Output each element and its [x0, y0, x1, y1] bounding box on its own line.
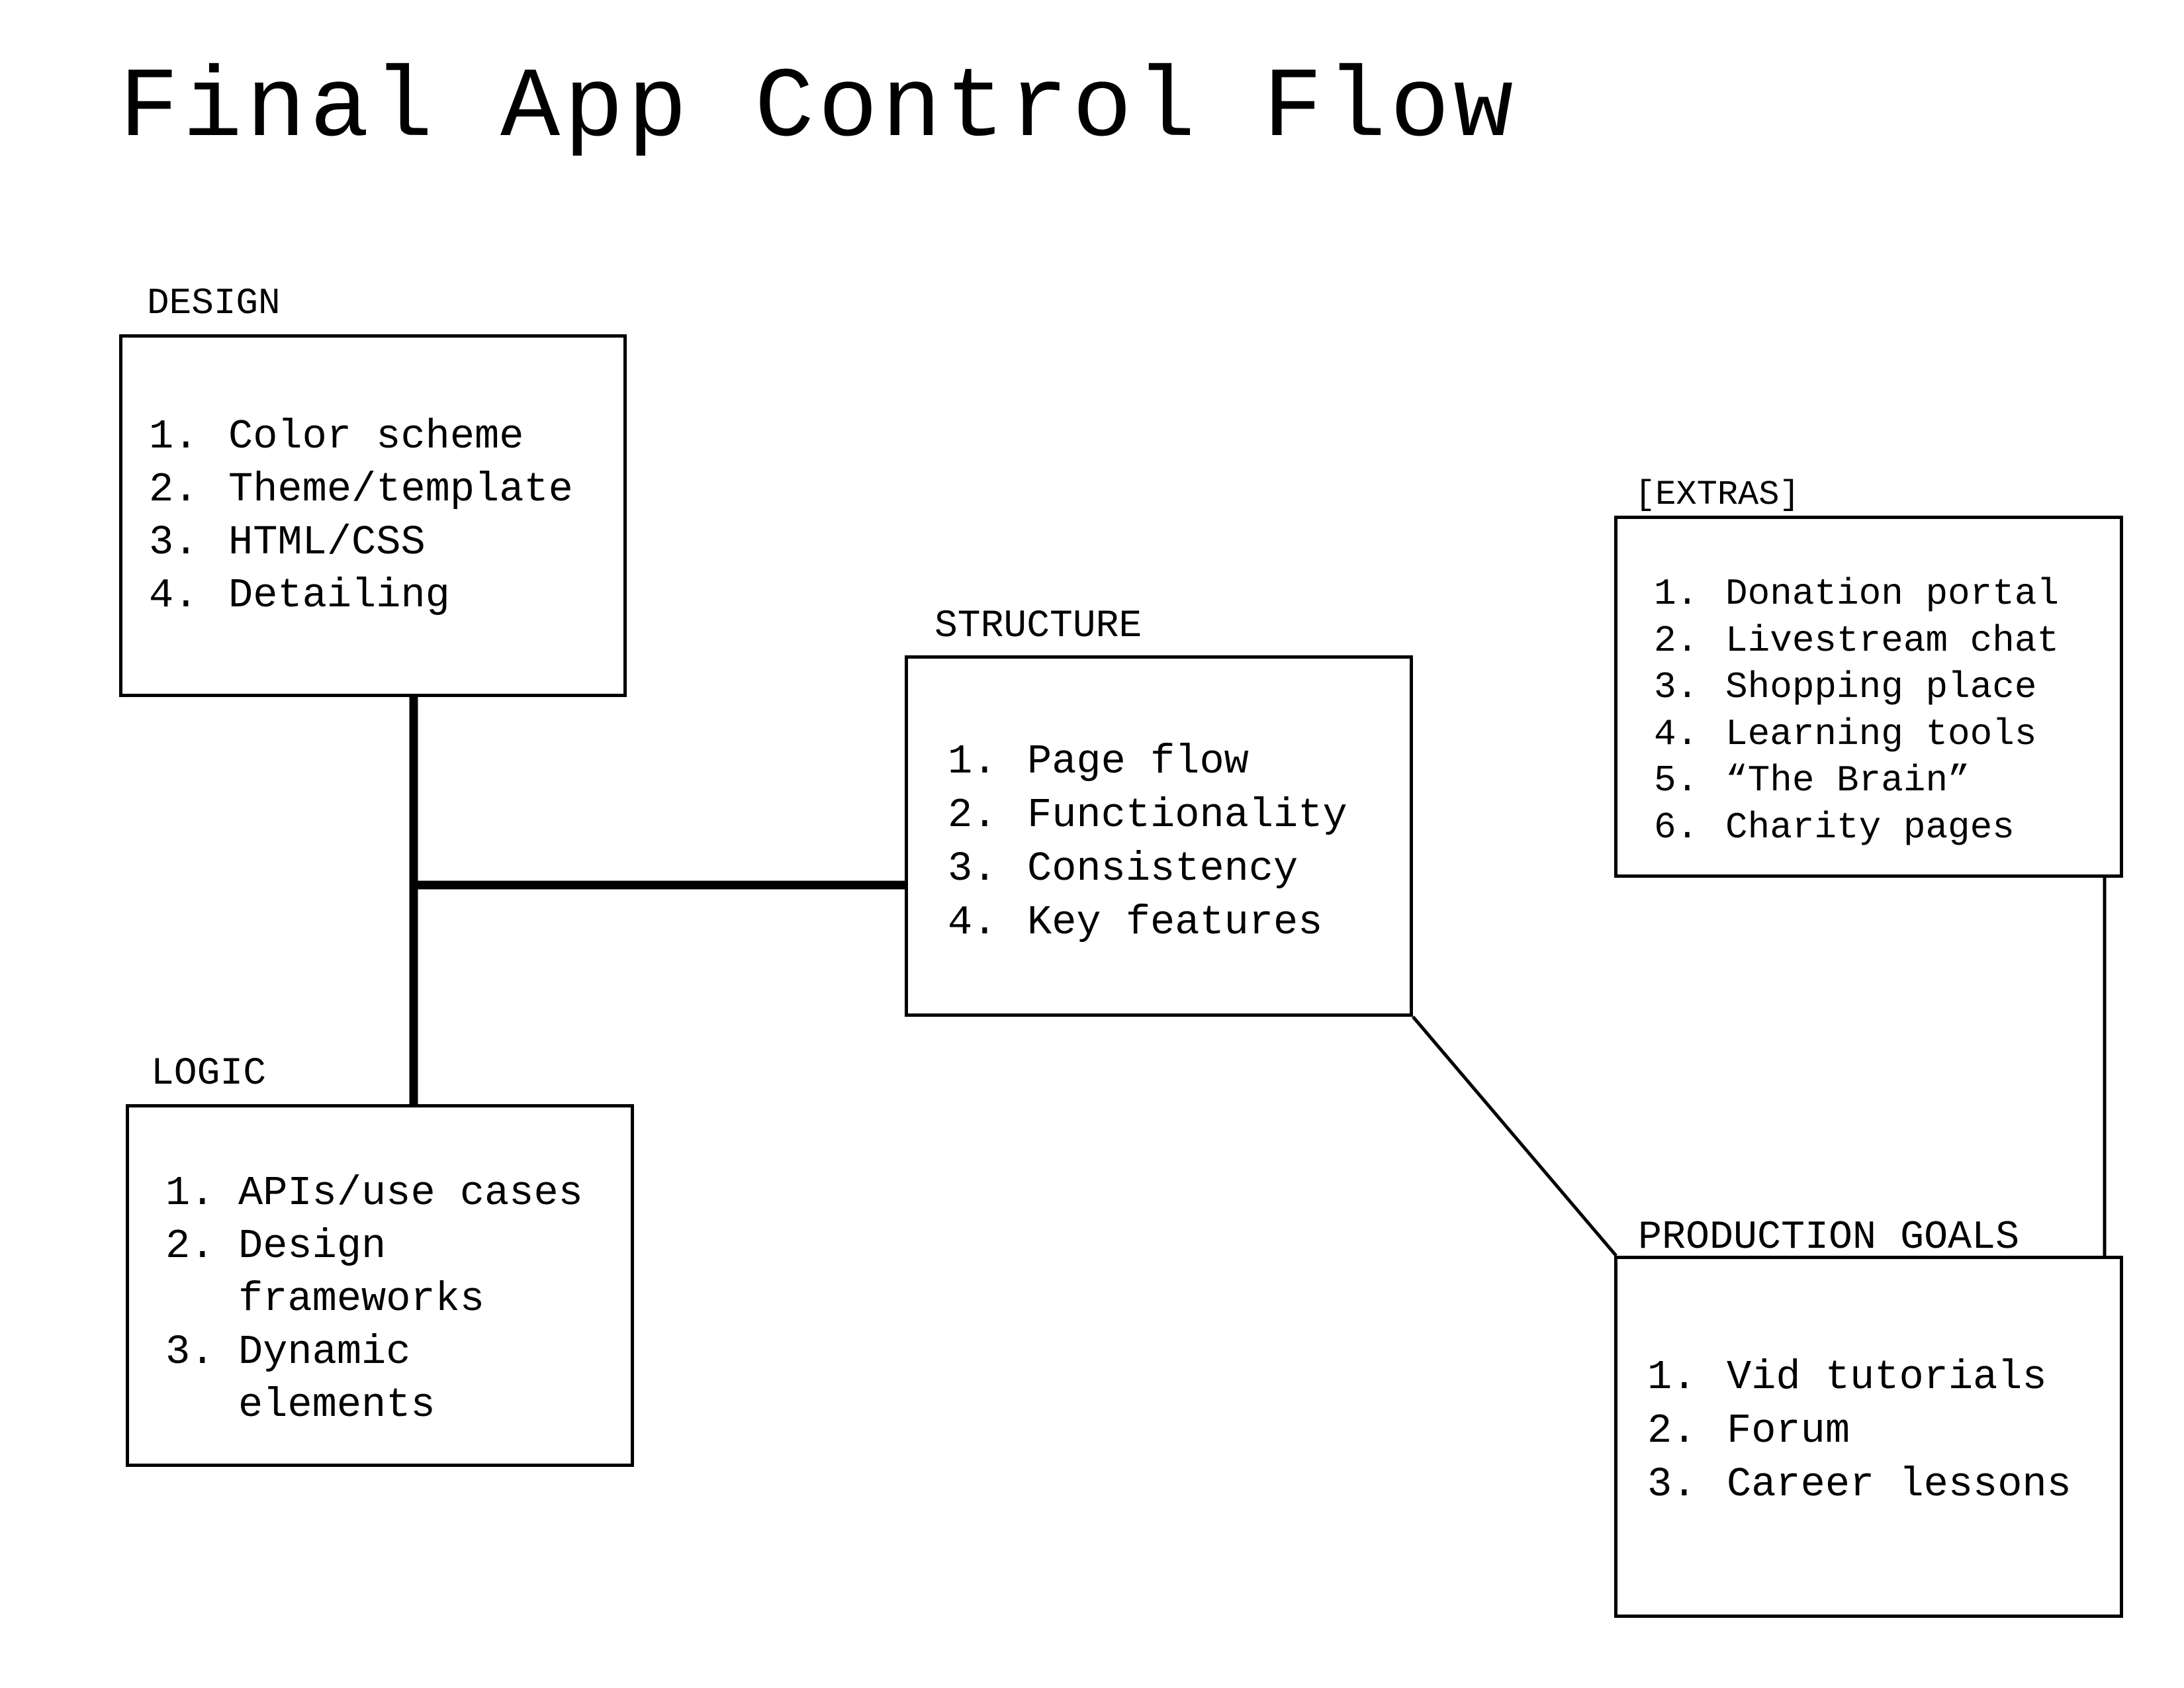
design-box: 1.Color scheme 2.Theme/template 3.HTML/C…: [119, 334, 627, 697]
list-item: 1.APIs/use cases: [165, 1170, 583, 1217]
list-item: 4.Detailing: [149, 572, 450, 619]
list-item: 5.“The Brain”: [1654, 759, 1970, 802]
list-item: 1.Vid tutorials: [1647, 1354, 2047, 1401]
extras-box: 1.Donation portal 2.Livestream chat 3.Sh…: [1614, 516, 2123, 878]
list-item: 3.HTML/CSS: [149, 519, 426, 566]
list-item: 3.Consistency: [948, 845, 1298, 892]
production-goals-list: 1.Vid tutorials 2.Forum 3.Career lessons: [1617, 1259, 2120, 1511]
production-goals-box: 1.Vid tutorials 2.Forum 3.Career lessons: [1614, 1256, 2123, 1618]
list-item: 2.Theme/template: [149, 466, 573, 513]
list-item: 4.Key features: [948, 899, 1323, 946]
structure-label: STRUCTURE: [934, 605, 1142, 648]
list-item: 2.Livestream chat: [1654, 619, 2060, 662]
list-item: 2.Forum: [1647, 1407, 1850, 1454]
list-item: 1.Donation portal: [1654, 573, 2060, 615]
logic-label: LOGIC: [151, 1053, 267, 1096]
design-label: DESIGN: [147, 282, 281, 324]
list-item: 3.Dynamic elements: [165, 1329, 435, 1429]
list-item: 1.Color scheme: [149, 413, 524, 460]
list-item: 1.Page flow: [948, 738, 1249, 785]
list-item: 2.Functionality: [948, 792, 1347, 839]
structure-box: 1.Page flow 2.Functionality 3.Consistenc…: [905, 655, 1413, 1017]
list-item: 3.Career lessons: [1647, 1461, 2071, 1508]
list-item: 2.Design frameworks: [165, 1223, 485, 1323]
structure-list: 1.Page flow 2.Functionality 3.Consistenc…: [908, 659, 1410, 949]
connector-structure-goals: [1412, 1015, 1617, 1257]
extras-label: [EXTRAS]: [1635, 475, 1800, 514]
logic-list: 1.APIs/use cases 2.Design frameworks 3.D…: [129, 1107, 631, 1432]
extras-list: 1.Donation portal 2.Livestream chat 3.Sh…: [1617, 519, 2120, 851]
design-list: 1.Color scheme 2.Theme/template 3.HTML/C…: [122, 338, 623, 622]
production-goals-label: PRODUCTION GOALS: [1638, 1215, 2020, 1260]
logic-box: 1.APIs/use cases 2.Design frameworks 3.D…: [126, 1104, 634, 1467]
page-title: Final App Control Flow: [119, 53, 1518, 165]
list-item: 6.Charity pages: [1654, 806, 2015, 849]
list-item: 3.Shopping place: [1654, 666, 2037, 708]
list-item: 4.Learning tools: [1654, 712, 2037, 755]
